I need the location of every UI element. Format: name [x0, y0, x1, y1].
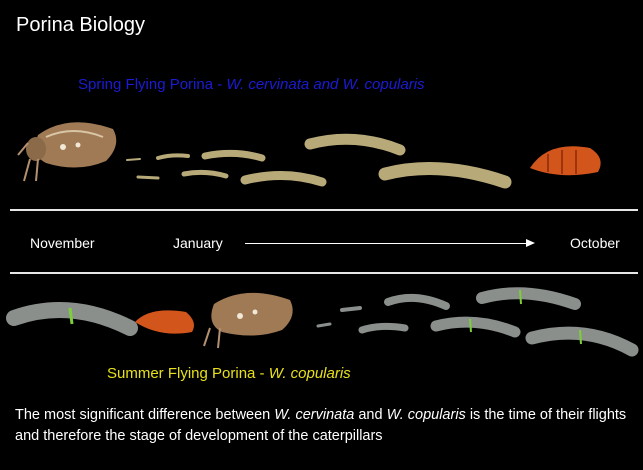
- timeline-top-divider: [10, 209, 638, 211]
- larva-icon: [205, 153, 262, 158]
- caption-species1: W. cervinata: [274, 407, 354, 423]
- caption-part2: and: [354, 407, 386, 423]
- timeline-middle-label: January: [173, 235, 223, 251]
- summer-heading-prefix: Summer Flying Porina -: [107, 365, 269, 382]
- larva-icon: [245, 175, 322, 182]
- spring-heading: Spring Flying Porina - W. cervinata and …: [78, 76, 425, 93]
- moth-icon: [204, 293, 293, 348]
- timeline-end-label: October: [570, 235, 620, 251]
- larva-icon: [532, 330, 632, 350]
- larva-icon: [138, 177, 158, 178]
- pupa-icon: [530, 146, 601, 175]
- larva-icon: [482, 290, 575, 304]
- larva-icon: [184, 172, 226, 176]
- summer-lifecycle-illustration: [0, 278, 643, 368]
- larva-icon: [318, 324, 330, 326]
- page-title: Porina Biology: [16, 14, 145, 37]
- larva-icon: [385, 169, 505, 182]
- larva-icon: [14, 308, 130, 328]
- larva-icon: [158, 155, 188, 158]
- spring-heading-prefix: Spring Flying Porina -: [78, 76, 226, 93]
- timeline-bottom-divider: [10, 272, 638, 274]
- larva-icon: [388, 298, 446, 306]
- summer-heading-species: W. copularis: [269, 365, 351, 382]
- larva-icon: [310, 139, 400, 150]
- spring-heading-species: W. cervinata and W. copularis: [226, 76, 424, 93]
- caption-species2: W. copularis: [387, 407, 466, 423]
- larva-icon: [436, 319, 515, 332]
- pupa-icon: [135, 310, 194, 333]
- summer-heading: Summer Flying Porina - W. copularis: [107, 365, 351, 382]
- larva-icon: [127, 159, 140, 160]
- timeline-arrow-line: [245, 243, 527, 244]
- moth-icon: [18, 122, 116, 181]
- arrow-right-icon: [526, 239, 535, 247]
- caption-part1: The most significant difference between: [15, 407, 274, 423]
- larva-icon: [362, 326, 405, 330]
- timeline-start-label: November: [30, 235, 95, 251]
- larva-icon: [342, 308, 360, 310]
- caption: The most significant difference between …: [15, 405, 635, 447]
